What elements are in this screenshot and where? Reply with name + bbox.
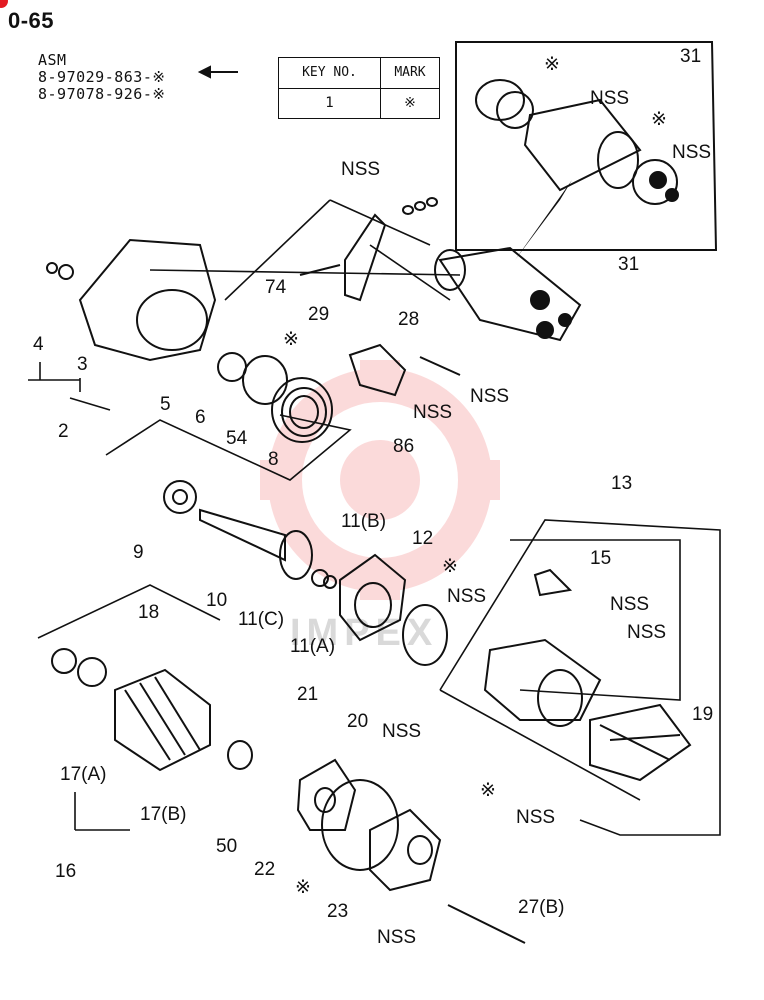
label-21: 21: [297, 684, 318, 705]
label-12: 12: [412, 528, 433, 549]
label-13: 13: [611, 473, 632, 494]
bearing-shaft: [163, 480, 313, 580]
label-9: 9: [133, 542, 144, 563]
label-5: 5: [160, 394, 171, 415]
label-28: 28: [398, 309, 419, 330]
label-18: 18: [138, 602, 159, 623]
label-23: 23: [327, 901, 348, 922]
drive-housing: [46, 238, 217, 362]
solenoid-contact-plate: [632, 159, 679, 205]
label-11b: 11(B): [341, 511, 386, 532]
watermark-logo: [260, 360, 500, 600]
watermark: IMPEX: [290, 612, 439, 654]
yoke-assembly: [483, 568, 602, 727]
bracket-86: [348, 343, 461, 397]
label-27b: 27(B): [518, 897, 564, 918]
label-10: 10: [206, 590, 227, 611]
star-31b: ※: [651, 109, 667, 130]
mark-value: ※: [379, 87, 441, 119]
label-16: 16: [55, 861, 76, 882]
label-11c: 11(C): [238, 609, 284, 630]
corner-marker: [0, 0, 8, 8]
asm-part-number-2: 8-97078-926-※: [38, 85, 166, 103]
solenoid-pointer: [515, 180, 572, 260]
key-no-value: 1: [278, 87, 381, 119]
label-50: 50: [216, 836, 237, 857]
label-6: 6: [195, 407, 206, 428]
label-17b: 17(B): [140, 804, 186, 825]
label-86: 86: [393, 436, 414, 457]
label-20: 20: [347, 711, 368, 732]
label-31-bottom: 31: [618, 254, 639, 275]
asm-arrow: [197, 65, 238, 79]
label-nss-31b: NSS: [470, 386, 509, 407]
label-nss-31: NSS: [672, 142, 711, 163]
brush-holder: [296, 758, 526, 944]
label-3: 3: [77, 354, 88, 375]
star-12: ※: [442, 556, 458, 577]
label-nss-top: NSS: [590, 88, 629, 109]
label-29: 29: [308, 304, 329, 325]
label-54: 54: [226, 428, 248, 449]
label-11a: 11(A): [290, 636, 335, 657]
label-nss-12: NSS: [447, 586, 486, 607]
part-labels: 31 NSS NSS ※ ※ 31 NSS 29 28 74 ※ 4 3 2 5…: [33, 46, 713, 948]
star-end-cover: ※: [480, 780, 496, 801]
solenoid-cap-part: [475, 79, 534, 129]
label-nss-15a: NSS: [610, 594, 649, 615]
star-74: ※: [283, 329, 299, 350]
key-no-header: KEY NO.: [278, 57, 381, 89]
solenoid-exploded-box: [455, 41, 718, 251]
label-2: 2: [58, 421, 69, 442]
label-74: 74: [265, 277, 287, 298]
label-31-top: 31: [680, 46, 701, 67]
label-nss-23b: NSS: [377, 927, 416, 948]
solenoid-case-part: [523, 98, 642, 192]
star-31a: ※: [544, 54, 560, 75]
center-bracket: [311, 553, 448, 666]
assembly-block: ASM 8-97029-863-※ 8-97078-926-※: [38, 52, 165, 103]
armature: [51, 648, 253, 772]
pinion-clutch: [217, 352, 333, 443]
asm-label: ASM: [38, 51, 67, 69]
leader-lines: [28, 199, 721, 836]
label-nss-mid: NSS: [382, 721, 421, 742]
solenoid-assembly: [434, 246, 582, 342]
label-nss-23a: NSS: [516, 807, 555, 828]
page-code: 0-65: [8, 8, 55, 33]
shift-lever: [299, 197, 438, 302]
label-nss-28: NSS: [341, 159, 380, 180]
key-mark-table: KEY NO. MARK 1 ※: [278, 57, 441, 119]
label-nss-15b: NSS: [627, 622, 666, 643]
label-nss-86: NSS: [413, 402, 452, 423]
label-4: 4: [33, 334, 44, 355]
label-15: 15: [590, 548, 611, 569]
label-17a: 17(A): [60, 764, 106, 785]
label-22: 22: [254, 859, 275, 880]
label-19: 19: [692, 704, 713, 725]
mark-header: MARK: [379, 57, 441, 89]
field-coil: [589, 703, 692, 782]
label-8: 8: [268, 449, 279, 470]
asm-part-number-1: 8-97029-863-※: [38, 68, 166, 86]
star-22: ※: [295, 877, 311, 898]
